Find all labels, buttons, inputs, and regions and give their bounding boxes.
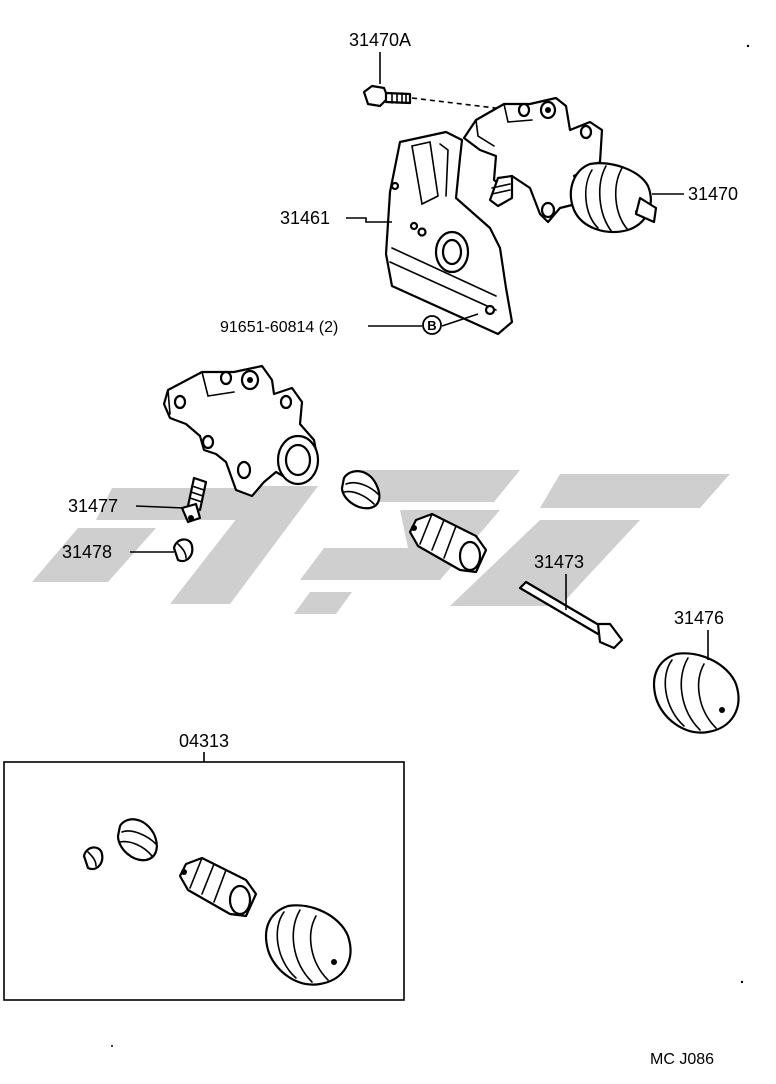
push-rod-31473 xyxy=(518,580,624,650)
watermark-logo xyxy=(32,470,730,614)
bolt-reference-marker: B xyxy=(422,315,442,335)
diagram-code: MC J086 xyxy=(650,1051,714,1068)
bolt-31470a xyxy=(362,84,513,111)
label-31476: 31476 xyxy=(674,608,724,628)
repair-kit-box xyxy=(3,752,405,1001)
label-91651-60814: 91651-60814 (2) xyxy=(220,319,338,336)
bolt-reference-letter: B xyxy=(427,318,436,333)
bracket-31461 xyxy=(384,130,514,336)
bleeder-cap-31478 xyxy=(172,538,194,563)
label-31470a: 31470A xyxy=(349,30,411,50)
cylinder-body xyxy=(162,364,320,498)
label-04313: 04313 xyxy=(179,731,229,751)
label-31477: 31477 xyxy=(68,496,118,516)
label-31478: 31478 xyxy=(62,542,112,562)
leader-lines xyxy=(130,52,709,660)
bleeder-plug-31477 xyxy=(180,476,208,524)
label-31461: 31461 xyxy=(280,208,330,228)
label-31473: 31473 xyxy=(534,552,584,572)
boot-31476 xyxy=(652,652,740,734)
cup-seal xyxy=(340,470,381,510)
release-cylinder-31470 xyxy=(462,96,658,234)
kit-cup-seal xyxy=(116,818,158,862)
kit-bleeder-cap xyxy=(82,846,104,871)
label-31470: 31470 xyxy=(688,184,738,204)
piston xyxy=(408,512,488,574)
kit-boot xyxy=(264,904,352,986)
kit-piston xyxy=(178,856,258,918)
